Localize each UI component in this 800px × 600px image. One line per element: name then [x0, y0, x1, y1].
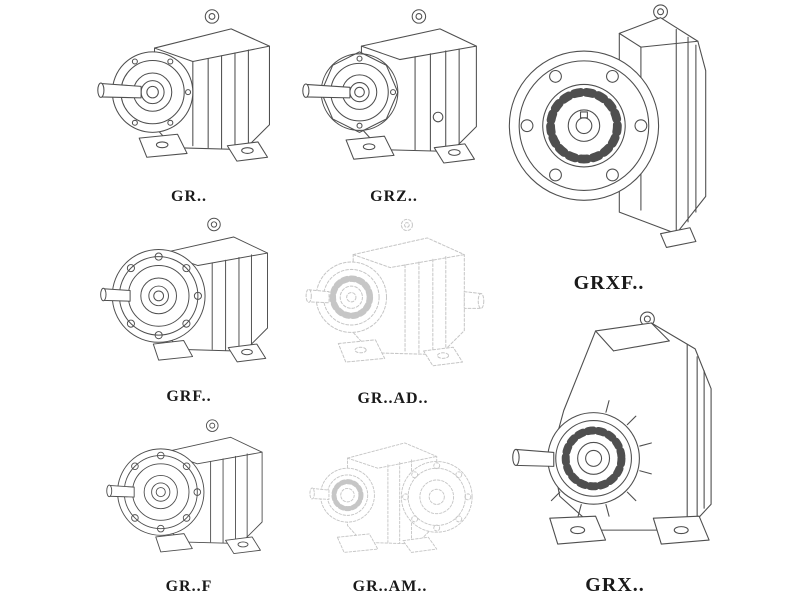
model-figure-grxf: GRXF.. — [498, 0, 720, 296]
model-figure-grad: GR..AD.. — [288, 212, 498, 410]
model-label-grf: GRF.. — [166, 388, 212, 405]
model-figure-gr-f: GR..F — [86, 414, 292, 598]
gearbox-drawing-grx — [498, 306, 732, 572]
model-figure-grz: GRZ.. — [296, 4, 492, 208]
gearbox-drawing-grz — [296, 4, 492, 186]
gearbox-drawing-grxf — [498, 0, 720, 270]
model-figure-gr-am: GR..AM.. — [288, 416, 492, 598]
model-label-grz: GRZ.. — [370, 188, 418, 205]
gearbox-drawing-gr-am — [288, 416, 492, 576]
model-figure-grf: GRF.. — [86, 212, 292, 408]
model-label-gr: GR.. — [171, 188, 207, 205]
model-label-gr-am: GR..AM.. — [352, 578, 428, 595]
model-label-grx: GRX.. — [585, 574, 645, 596]
model-figure-gr: GR.. — [86, 4, 292, 208]
gearbox-drawing-grad — [288, 212, 498, 388]
model-label-gr-f: GR..F — [165, 578, 213, 595]
model-figure-grx: GRX.. — [498, 306, 732, 598]
gearbox-drawing-gr — [86, 4, 292, 186]
gearbox-drawing-grf — [86, 212, 292, 386]
model-label-grxf: GRXF.. — [573, 272, 645, 294]
gearbox-drawing-gr-f — [86, 414, 292, 576]
model-label-grad: GR..AD.. — [357, 390, 429, 407]
